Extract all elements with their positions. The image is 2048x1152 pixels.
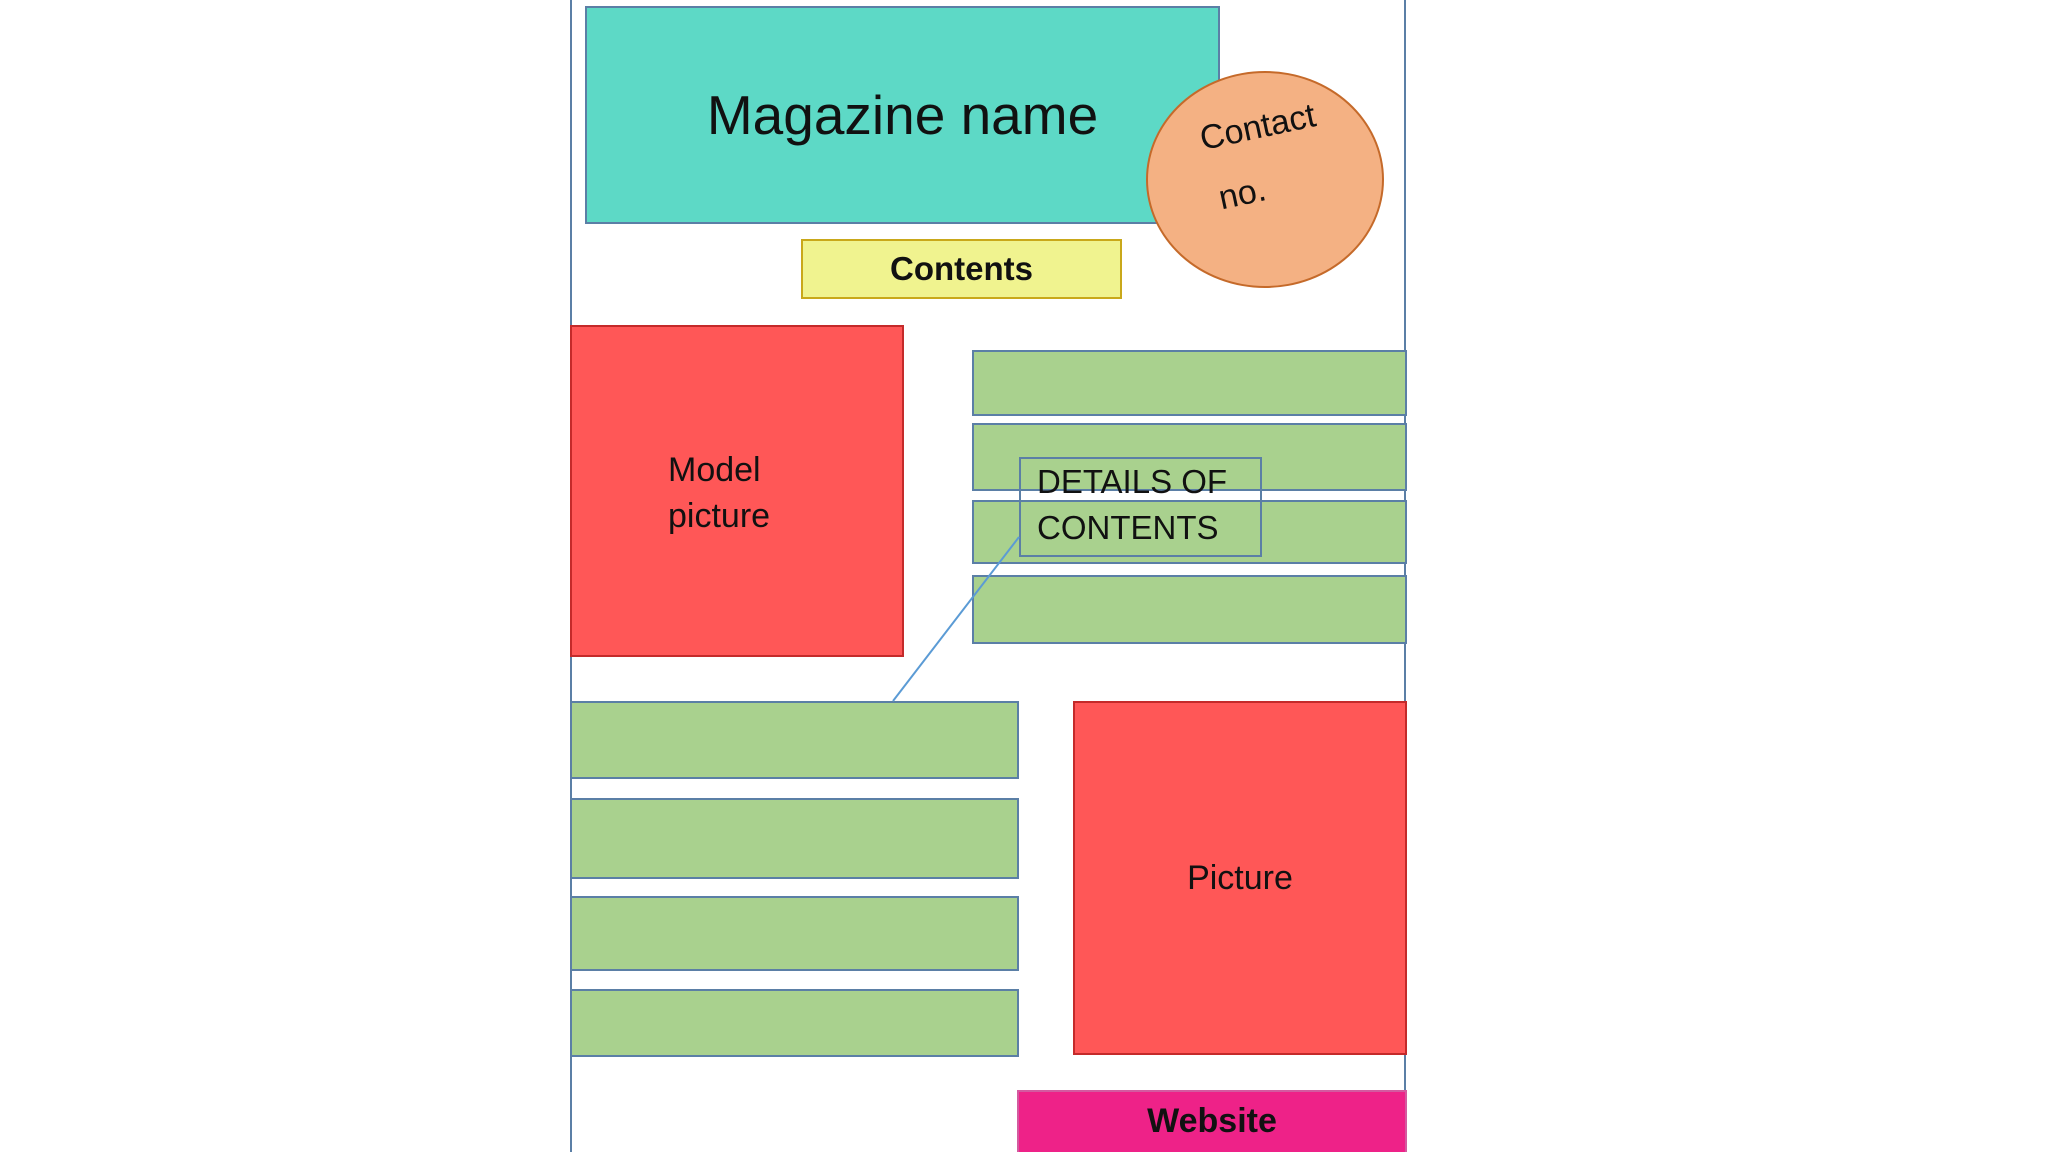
contents-heading-block: Contents [801,239,1122,299]
left-contents-bar [570,798,1019,879]
contents-label: Contents [890,250,1033,287]
right-contents-bar [972,350,1407,416]
left-contents-bar [570,896,1019,971]
picture-block: Picture [1073,701,1407,1055]
left-contents-bar [570,989,1019,1057]
magazine-name-label: Magazine name [706,84,1099,146]
right-contents-bar [972,500,1407,564]
contact-number-circle: Contact no. [1146,71,1384,288]
website-label: Website [1147,1102,1277,1140]
details-label-line2: CONTENTS [1037,509,1219,546]
left-contents-bar [570,701,1019,779]
model-picture-label-line2: picture [668,497,771,535]
magazine-name-block: Magazine name [585,6,1220,224]
website-block: Website [1017,1090,1407,1152]
right-contents-bar [972,575,1407,644]
details-label-line1: DETAILS OF [1037,463,1228,500]
details-of-contents-callout: DETAILS OF CONTENTS [1019,457,1262,557]
picture-label: Picture [1187,858,1293,897]
model-picture-block: Model picture [570,325,904,657]
model-picture-label-line1: Model [668,451,761,489]
